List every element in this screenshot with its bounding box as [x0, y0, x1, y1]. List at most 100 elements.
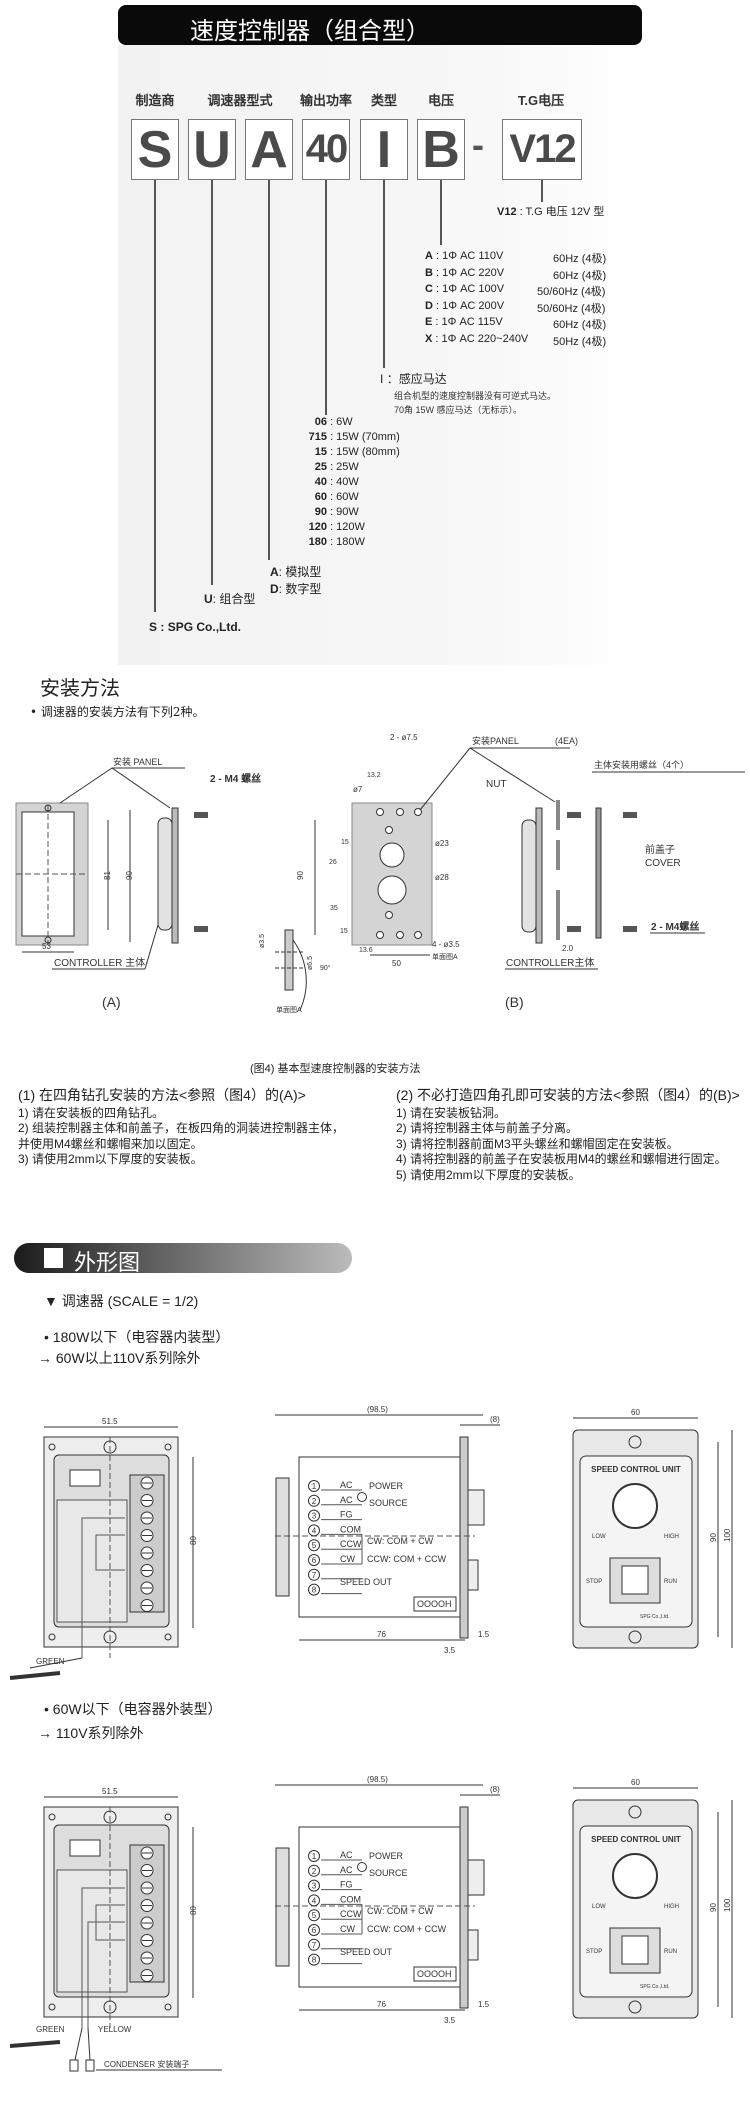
- label-power: 输出功率: [299, 93, 353, 108]
- drawing-label: 51.5: [102, 1787, 118, 1796]
- diagram-label: 安装PANEL: [472, 735, 519, 746]
- method-step: 3) 请将控制器前面M3平头螺丝和螺帽固定在安装板。: [396, 1136, 679, 1151]
- code-box-voltage: B: [417, 119, 465, 180]
- code-box-maker: S: [131, 119, 179, 180]
- drawing-label: 80: [189, 1536, 198, 1545]
- diagram-label: (A): [102, 994, 121, 1010]
- figure-caption: (图4) 基本型速度控制器的安装方法: [250, 1063, 421, 1075]
- diagram-label: 单面图A: [276, 1005, 302, 1014]
- drawing-label: 60: [631, 1408, 640, 1417]
- terminal-number: 2: [312, 1867, 317, 1876]
- drawing-label: LOW: [592, 1904, 606, 1910]
- diagram-label: 安装 PANEL: [113, 756, 162, 767]
- drawing-label: AC: [340, 1865, 353, 1875]
- drawing-label: RUN: [664, 1949, 677, 1955]
- diagram-label: (B): [505, 994, 524, 1010]
- label-voltage: 电压: [427, 93, 455, 108]
- drawing-label: CCW: [340, 1539, 362, 1549]
- diagram-label: 53: [42, 942, 51, 951]
- variant-2-note: → 110V系列除外: [38, 1725, 144, 1741]
- diagram-label: (4EA): [555, 736, 578, 746]
- diagram-label: ø28: [435, 873, 449, 882]
- power-item: 06 : 6W: [314, 416, 353, 428]
- drawing-label: FG: [340, 1510, 353, 1520]
- leader-line: [440, 180, 442, 245]
- square-icon: [44, 1248, 63, 1268]
- label-maker: 制造商: [135, 93, 175, 108]
- drawing-label: POWER: [369, 1851, 404, 1861]
- drawing-label: GREEN: [36, 1657, 65, 1666]
- diagram-label: NUT: [486, 779, 507, 790]
- method-step: 2) 请将控制器主体与前盖子分离。: [396, 1121, 579, 1135]
- diagram-label: 13.6: [359, 947, 373, 954]
- method-2-heading: (2) 不必打造四角孔即可安装的方法<参照（图4）的(B)>: [396, 1087, 740, 1103]
- diagram-label: 35: [330, 905, 338, 912]
- terminal-number: 4: [312, 1896, 317, 1905]
- variant-1-note: → 60W以上110V系列除外: [38, 1350, 201, 1366]
- power-item: 60 : 60W: [314, 491, 359, 503]
- power-item: 15 : 15W (80mm): [314, 446, 400, 458]
- leader-line: [383, 180, 385, 368]
- maker-legend: S : SPG Co.,Ltd.: [149, 620, 242, 634]
- drawing-label: OOOOH: [417, 1599, 452, 1609]
- drawing-label: SPEED CONTROL UNIT: [591, 1835, 681, 1844]
- code-box-power: 40: [302, 119, 350, 180]
- rear-view: 51.5 80: [43, 1417, 198, 1658]
- terminal-number: 4: [312, 1526, 317, 1535]
- terminal-number: 2: [312, 1497, 317, 1506]
- drawing-label: CW: COM + CW: [367, 1536, 434, 1546]
- terminal-number: 5: [312, 1911, 317, 1920]
- diagram-label: 单面图A: [432, 952, 458, 961]
- drawing-label: SPEED OUT: [340, 1577, 393, 1587]
- drawing-label: CCW: COM + CCW: [367, 1554, 447, 1564]
- power-item: 120 : 120W: [308, 521, 365, 533]
- terminal-number: 1: [312, 1482, 317, 1491]
- method-step: 并使用M4螺丝和螺帽来加以固定。: [18, 1136, 203, 1151]
- terminal-number: 3: [312, 1882, 317, 1891]
- terminal-number: 7: [312, 1571, 317, 1580]
- terminal-number: 5: [312, 1541, 317, 1550]
- drawing-label: CW: [340, 1924, 355, 1934]
- terminal-number: 3: [312, 1512, 317, 1521]
- drawing-label: STOP: [586, 1579, 602, 1585]
- drawing-label: COM: [340, 1524, 361, 1534]
- leader-line: [211, 180, 213, 585]
- drawing-label: STOP: [586, 1949, 602, 1955]
- drawing-label: SOURCE: [369, 1498, 408, 1508]
- diagram-label: 90: [296, 871, 305, 880]
- method-step: 1) 请在安装板的四角钻孔。: [18, 1105, 165, 1120]
- controller-type-legend-d: D: 数字型: [270, 582, 322, 596]
- drawing-label: 80: [189, 1906, 198, 1915]
- terminal-number: 8: [312, 1956, 317, 1965]
- series-legend: U: 组合型: [204, 592, 256, 606]
- code-box-series: U: [188, 119, 236, 180]
- diagram-label: 50: [392, 959, 401, 968]
- drawing-label: GREEN: [36, 2025, 65, 2034]
- drawing-label: SPG Co.,Ltd.: [640, 1984, 669, 1990]
- drawing-label: 76: [377, 1630, 386, 1639]
- drawing-label: 90: [709, 1533, 718, 1542]
- drawing-label: 100: [723, 1528, 732, 1542]
- diagram-label: 26: [329, 859, 337, 866]
- power-item: 25 : 25W: [314, 461, 359, 473]
- drawing-label: CCW: COM + CCW: [367, 1924, 447, 1934]
- drawing-label: SOURCE: [369, 1868, 408, 1878]
- leader-line: [541, 180, 543, 202]
- outline-title: 外形图: [74, 1250, 141, 1275]
- drawing-label: OOOOH: [417, 1969, 452, 1979]
- diagram-label: 4 - ø3.5: [432, 940, 460, 949]
- diagram-label: 90°: [320, 964, 331, 972]
- diagram-label: 前盖子: [645, 843, 675, 856]
- leader-line: [268, 180, 270, 560]
- drawing-label: 1.5: [478, 2000, 490, 2009]
- power-item: 180 : 180W: [308, 536, 365, 548]
- terminal-number: 7: [312, 1941, 317, 1950]
